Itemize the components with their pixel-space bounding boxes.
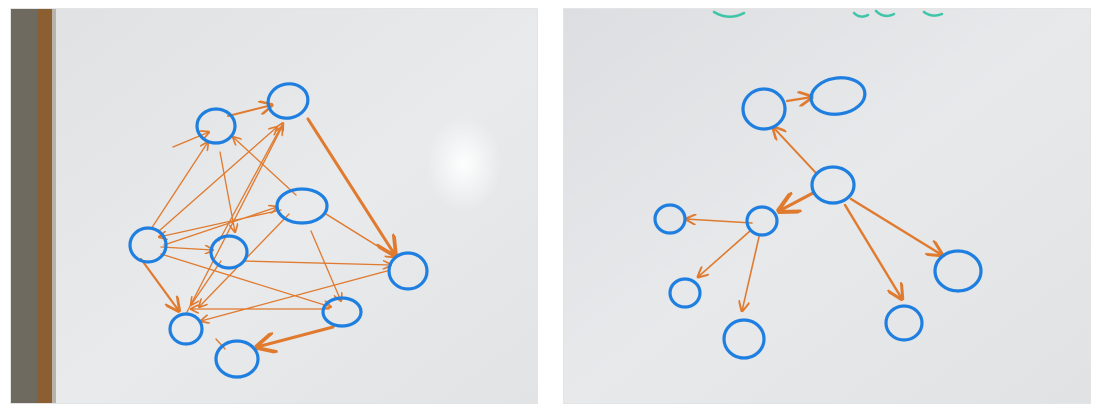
graph-nodes (128, 82, 429, 379)
marker-scribble-top (712, 9, 944, 18)
node-circle (168, 312, 204, 346)
wooden-frame (37, 9, 52, 403)
node-circle (321, 296, 363, 328)
node-circle (275, 187, 329, 225)
node-circle (722, 318, 766, 360)
node-circle (810, 165, 856, 205)
node-circle (741, 87, 787, 131)
node-circle (653, 203, 687, 235)
node-circle (266, 82, 310, 120)
node-circle (933, 249, 983, 293)
node-circle (668, 277, 702, 309)
node-circle (387, 251, 429, 291)
node-circle (214, 339, 260, 379)
wall-strip (11, 9, 37, 403)
tree-graph-drawing (564, 9, 1090, 403)
node-circle (195, 107, 237, 145)
whiteboard-photo-right (563, 8, 1091, 404)
node-circle (209, 234, 249, 270)
node-circle (128, 226, 168, 264)
node-circle (809, 76, 867, 116)
graph-edges (139, 105, 395, 349)
tree-edges (686, 97, 942, 311)
dense-graph-drawing (11, 9, 537, 403)
node-circle (884, 304, 924, 342)
light-glare (426, 116, 502, 212)
node-circle (745, 205, 779, 237)
whiteboard-photo-left (10, 8, 538, 404)
tree-nodes (653, 76, 983, 360)
